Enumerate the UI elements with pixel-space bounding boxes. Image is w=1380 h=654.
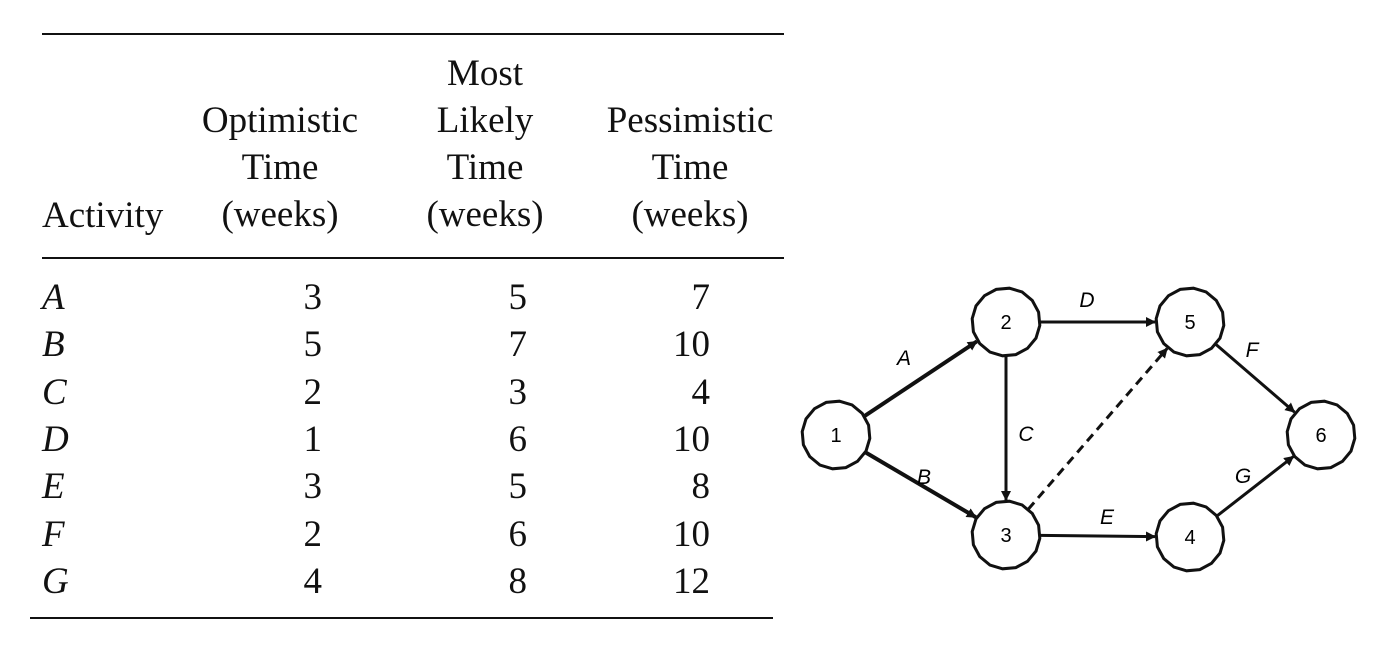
activity-cell: D	[42, 418, 69, 460]
node-label: 2	[1000, 312, 1011, 334]
most-likely-cell: 6	[508, 513, 528, 555]
dummy-activity-arrow	[1027, 347, 1169, 511]
pessimistic-cell: 10	[673, 324, 710, 366]
optimistic-cell: 3	[303, 277, 323, 318]
node-circle-6	[1285, 399, 1357, 471]
optimistic-cell: 1	[303, 418, 323, 460]
table-top-rule	[42, 33, 784, 35]
node-circle-2	[970, 286, 1042, 358]
activity-cell: G	[42, 560, 69, 602]
most-likely-cell: 6	[508, 418, 528, 460]
most-likely-cell: 5	[508, 466, 528, 508]
optimistic-cell: 2	[303, 371, 323, 413]
pessimistic-cell: 10	[673, 418, 710, 460]
optimistic-cell: 4	[303, 560, 323, 602]
activity-cell: C	[42, 371, 67, 413]
activity-arrow-g	[1215, 455, 1295, 518]
activity-arrow-b	[864, 450, 977, 519]
header-pessimistic: Pessimistic Time (weeks)	[595, 97, 785, 238]
header-line: Time	[241, 147, 319, 188]
activity-cell: B	[42, 324, 65, 366]
pessimistic-cell: 4	[691, 371, 711, 413]
header-most-likely: Most Likely Time (weeks)	[400, 50, 570, 238]
node-circle-3	[970, 499, 1042, 571]
table-bottom-rule	[30, 617, 773, 619]
activity-arrow-e	[1039, 531, 1157, 542]
activity-cell: A	[42, 277, 65, 318]
header-line: Pessimistic	[606, 100, 774, 141]
pessimistic-cell: 7	[691, 277, 711, 318]
node-label: 3	[1000, 525, 1011, 547]
header-line: (weeks)	[631, 194, 749, 235]
node-circle-1	[800, 399, 872, 471]
most-likely-cell: 7	[508, 324, 528, 366]
activity-cell: E	[42, 466, 65, 508]
activity-arrow-a	[863, 339, 978, 418]
activity-arrow-f	[1214, 343, 1296, 414]
edge-label: D	[1079, 289, 1094, 312]
header-line: (weeks)	[426, 194, 544, 235]
node-circle-4	[1154, 501, 1226, 573]
header-line: Time	[651, 147, 729, 188]
header-line: (weeks)	[221, 194, 339, 235]
optimistic-cell: 5	[303, 324, 323, 366]
most-likely-cell: 5	[508, 277, 528, 318]
edge-label: E	[1100, 506, 1115, 529]
node-label: 5	[1184, 312, 1195, 334]
table-header-rule	[42, 257, 784, 259]
edge-label: F	[1246, 339, 1260, 362]
node-label: 6	[1315, 425, 1326, 447]
edge-label: A	[895, 347, 911, 370]
header-activity: Activity	[42, 192, 163, 239]
most-likely-cell: 3	[508, 371, 528, 413]
edge-label: G	[1235, 465, 1251, 488]
header-line: Optimistic	[201, 100, 359, 141]
header-line: Likely	[436, 100, 534, 141]
edge-label: C	[1018, 423, 1034, 446]
most-likely-cell: 8	[508, 560, 528, 602]
activity-cell: F	[42, 513, 65, 555]
header-optimistic: Optimistic Time (weeks)	[190, 97, 370, 238]
optimistic-cell: 2	[303, 513, 323, 555]
header-activity-line: Activity	[42, 195, 164, 236]
node-label: 1	[830, 425, 841, 447]
node-label: 4	[1184, 527, 1195, 549]
optimistic-cell: 3	[303, 466, 323, 508]
pessimistic-cell: 10	[673, 513, 710, 555]
header-line: Time	[446, 147, 524, 188]
pessimistic-cell: 8	[691, 466, 711, 508]
node-circle-5	[1154, 286, 1226, 358]
pessimistic-cell: 12	[673, 560, 710, 602]
edge-label: B	[917, 466, 931, 489]
header-line: Most	[446, 53, 524, 94]
